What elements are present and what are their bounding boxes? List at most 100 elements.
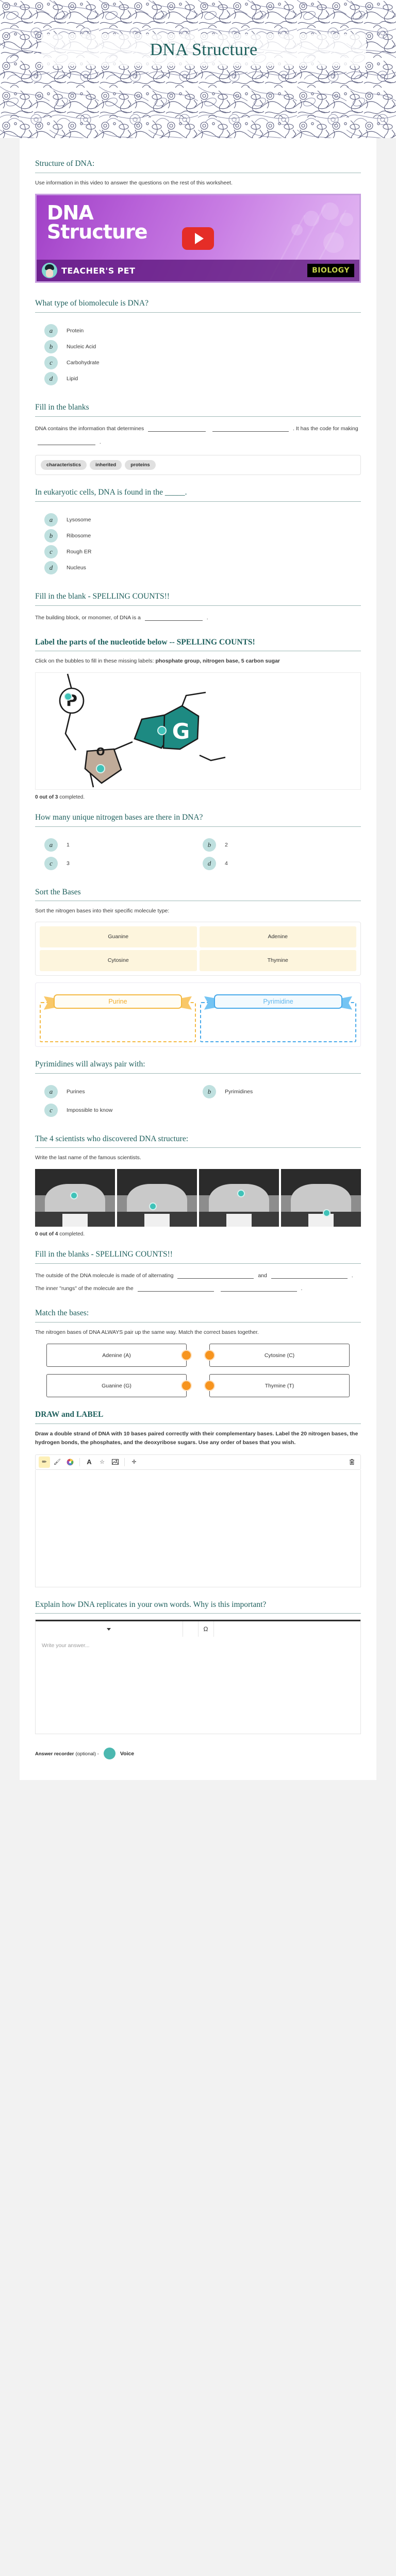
choice-bubble[interactable]: a bbox=[44, 324, 58, 337]
choice-bubble[interactable]: a bbox=[44, 838, 58, 852]
choice-bubble[interactable]: a bbox=[44, 1084, 58, 1098]
zone-label: Pyrimidine bbox=[214, 994, 342, 1009]
blank-input[interactable] bbox=[220, 1285, 297, 1292]
scientist-hotspot[interactable] bbox=[322, 1209, 331, 1217]
choice-bubble[interactable]: c bbox=[44, 545, 58, 559]
spacer-button[interactable] bbox=[183, 1621, 199, 1637]
sort-tile[interactable]: Adenine bbox=[199, 926, 356, 947]
blank-input[interactable] bbox=[148, 425, 206, 432]
scientist-photo[interactable] bbox=[199, 1168, 279, 1227]
video-thumbnail[interactable]: DNA Structure TEACHER'S PET BIOLOGY bbox=[37, 195, 359, 282]
choice-option[interactable]: d Nucleus bbox=[44, 561, 361, 575]
choice-label: Pyrimidines bbox=[225, 1088, 253, 1095]
word-bank: characteristics inherited proteins bbox=[35, 455, 361, 476]
choice-bubble[interactable]: c bbox=[44, 355, 58, 369]
page-footer-space bbox=[0, 1780, 396, 1804]
move-tool-icon[interactable]: ✛ bbox=[131, 1459, 137, 1466]
blank-input[interactable] bbox=[38, 438, 95, 445]
rich-text-editor: Ω Write your answer... bbox=[35, 1619, 361, 1735]
drawing-canvas[interactable] bbox=[35, 1469, 361, 1587]
sort-tile[interactable]: Cytosine bbox=[40, 950, 197, 971]
scientist-hotspot[interactable] bbox=[237, 1190, 245, 1197]
match-item-left[interactable]: Guanine (G) bbox=[46, 1374, 192, 1398]
completion-count: 0 out of 3 bbox=[35, 794, 58, 800]
choice-option[interactable]: b Nucleic Acid bbox=[44, 340, 361, 353]
label-hotspot-phosphate[interactable] bbox=[64, 692, 72, 701]
drop-zone-pyrimidine[interactable]: Pyrimidine bbox=[200, 988, 356, 1042]
shape-tool-icon[interactable]: ☆ bbox=[100, 1459, 105, 1466]
instruction-text: Click on the bubbles to fill in these mi… bbox=[35, 657, 361, 666]
choice-option[interactable]: a Lysosome bbox=[44, 513, 361, 527]
choice-bubble[interactable]: b bbox=[44, 340, 58, 353]
blank-input[interactable] bbox=[271, 1272, 348, 1279]
match-connector-icon[interactable] bbox=[204, 1349, 215, 1361]
choice-label: Protein bbox=[67, 327, 84, 334]
scientist-photo[interactable] bbox=[117, 1168, 197, 1227]
choice-option[interactable]: b Pyrimidines bbox=[203, 1084, 361, 1098]
word-chip[interactable]: inherited bbox=[90, 460, 122, 470]
choice-bubble[interactable]: d bbox=[44, 561, 58, 575]
blank-input[interactable] bbox=[137, 1285, 214, 1292]
choice-bubble[interactable]: a bbox=[44, 513, 58, 527]
match-item-right[interactable]: Cytosine (C) bbox=[204, 1344, 350, 1367]
blank-input[interactable] bbox=[144, 614, 203, 621]
match-connector-icon[interactable] bbox=[181, 1349, 192, 1361]
answer-textarea[interactable]: Write your answer... bbox=[42, 1642, 90, 1649]
choice-label: Nucleic Acid bbox=[67, 343, 96, 350]
sentence-segment: . It has the code for making bbox=[293, 425, 358, 432]
label-hotspot-sugar[interactable] bbox=[96, 764, 105, 773]
word-chip[interactable]: proteins bbox=[125, 460, 156, 470]
match-item-right[interactable]: Thymine (T) bbox=[204, 1374, 350, 1398]
choice-bubble[interactable]: d bbox=[44, 371, 58, 385]
choice-option[interactable]: a Protein bbox=[44, 324, 361, 337]
match-item-left[interactable]: Adenine (A) bbox=[46, 1344, 192, 1367]
choice-option[interactable]: b Ribosome bbox=[44, 529, 361, 543]
choice-bubble[interactable]: b bbox=[44, 529, 58, 543]
choice-bubble[interactable]: c bbox=[44, 1103, 58, 1117]
choice-option[interactable]: d 4 bbox=[203, 856, 361, 870]
brush-tool-icon[interactable]: 🖌 bbox=[54, 1459, 61, 1466]
fill-blank-sentence: The building block, or monomer, of DNA i… bbox=[35, 612, 361, 625]
delete-tool-icon[interactable] bbox=[346, 1456, 357, 1468]
word-chip[interactable]: characteristics bbox=[41, 460, 87, 470]
special-character-button[interactable]: Ω bbox=[199, 1621, 214, 1637]
scientist-hotspot[interactable] bbox=[149, 1202, 157, 1210]
choice-bubble[interactable]: b bbox=[203, 1084, 216, 1098]
label-hotspot-base[interactable] bbox=[157, 725, 167, 735]
sort-tile[interactable]: Guanine bbox=[40, 926, 197, 947]
choice-option[interactable]: c 3 bbox=[44, 856, 203, 870]
choice-bubble[interactable]: d bbox=[203, 856, 216, 870]
match-connector-icon[interactable] bbox=[204, 1380, 215, 1391]
choice-bubble[interactable]: b bbox=[203, 838, 216, 852]
format-dropdown[interactable] bbox=[36, 1621, 183, 1637]
choice-option[interactable]: a Purines bbox=[44, 1084, 203, 1098]
worksheet-page: DNA Structure Structure of DNA: Use info… bbox=[0, 0, 396, 1804]
instruction-text: The nitrogen bases of DNA ALWAYS pair up… bbox=[35, 1329, 259, 1335]
choice-option[interactable]: c Rough ER bbox=[44, 545, 361, 559]
scientist-photo[interactable] bbox=[281, 1168, 361, 1227]
video-embed[interactable]: DNA Structure TEACHER'S PET BIOLOGY bbox=[35, 194, 361, 283]
choice-option[interactable]: a 1 bbox=[44, 838, 203, 852]
pencil-tool-icon[interactable]: ✏ bbox=[39, 1456, 50, 1468]
choice-option[interactable]: d Lipid bbox=[44, 371, 361, 385]
text-tool-icon[interactable]: A bbox=[87, 1458, 92, 1466]
sort-tile[interactable]: Thymine bbox=[199, 950, 356, 971]
play-button-icon[interactable] bbox=[182, 227, 214, 250]
divider bbox=[35, 1613, 361, 1614]
match-connector-icon[interactable] bbox=[181, 1380, 192, 1391]
choice-option[interactable]: c Carbohydrate bbox=[44, 355, 361, 369]
completion-suffix: completed. bbox=[58, 794, 85, 800]
choice-list: a Lysosome b Ribosome c Rough ER d Nucle… bbox=[35, 507, 361, 579]
blank-input[interactable] bbox=[212, 425, 289, 432]
drop-zone-purine[interactable]: Purine bbox=[40, 988, 196, 1042]
scientist-photo[interactable] bbox=[35, 1168, 115, 1227]
color-wheel-tool-icon[interactable] bbox=[64, 1456, 76, 1468]
scientist-hotspot[interactable] bbox=[70, 1192, 78, 1200]
record-button-icon[interactable] bbox=[103, 1748, 116, 1760]
choice-option[interactable]: c Impossible to know bbox=[44, 1103, 203, 1117]
question-title: Fill in the blanks - SPELLING COUNTS!! bbox=[35, 1249, 173, 1259]
image-tool-icon[interactable] bbox=[109, 1456, 121, 1468]
blank-input[interactable] bbox=[177, 1272, 254, 1279]
choice-bubble[interactable]: c bbox=[44, 856, 58, 870]
choice-option[interactable]: b 2 bbox=[203, 838, 361, 852]
